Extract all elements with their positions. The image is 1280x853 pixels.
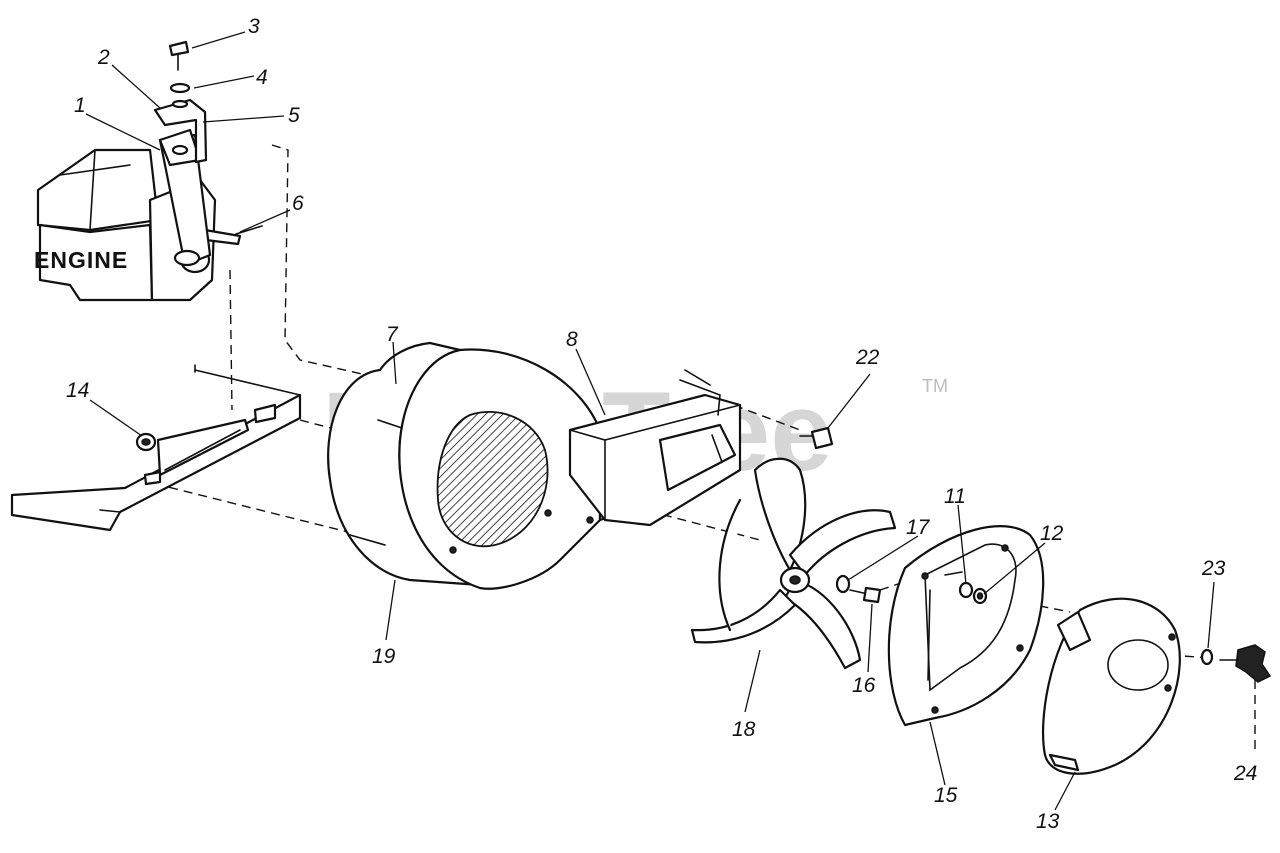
bolt-3: [168, 40, 190, 71]
washer-4: [169, 82, 191, 109]
callout-1: 1: [74, 94, 86, 117]
engine-label: ENGINE: [34, 247, 128, 273]
callout-5: 5: [288, 104, 300, 127]
mounting-bracket: [153, 98, 212, 267]
callout-3: 3: [248, 15, 260, 38]
cover-13: [1042, 597, 1181, 775]
callout-16: 16: [852, 674, 876, 697]
callout-14: 14: [66, 379, 89, 402]
callout-11: 11: [944, 485, 966, 508]
knob-24: [1219, 644, 1272, 683]
washer-23: [1200, 648, 1214, 666]
callout-2: 2: [97, 46, 110, 69]
nut-14: [135, 432, 157, 452]
leader-lines: [85, 31, 1215, 811]
callout-18: 18: [732, 718, 756, 741]
callout-19: 19: [372, 645, 396, 668]
callout-4: 4: [256, 66, 268, 89]
callout-23: 23: [1201, 557, 1226, 580]
callout-8: 8: [566, 328, 578, 351]
impeller-18: [690, 457, 897, 670]
base-plate: [10, 364, 302, 532]
bolt-22: [799, 426, 834, 450]
callout-12: 12: [1040, 522, 1064, 545]
callout-7: 7: [386, 323, 399, 346]
callout-22: 22: [855, 346, 880, 369]
nut-12: [972, 587, 988, 605]
back-plate-15: [887, 525, 1045, 727]
chute-adapter-8: [568, 369, 742, 527]
callout-15: 15: [934, 784, 958, 807]
engine-shaft-6: [235, 225, 263, 235]
callout-17: 17: [906, 516, 931, 539]
nut-11: [958, 581, 974, 599]
callout-6: 6: [292, 192, 304, 215]
washer-17: [835, 574, 851, 594]
blower-housing-19: [327, 341, 647, 590]
engine: ENGINE: [34, 148, 242, 302]
bolt-16: [849, 586, 882, 604]
callout-13: 13: [1036, 810, 1060, 833]
watermark-trademark: TM: [922, 376, 948, 396]
callout-24: 24: [1233, 762, 1257, 785]
callouts: 1 2 3 4 5 6 7 8 11 12 13 14 15 16 17 18 …: [66, 15, 1257, 833]
